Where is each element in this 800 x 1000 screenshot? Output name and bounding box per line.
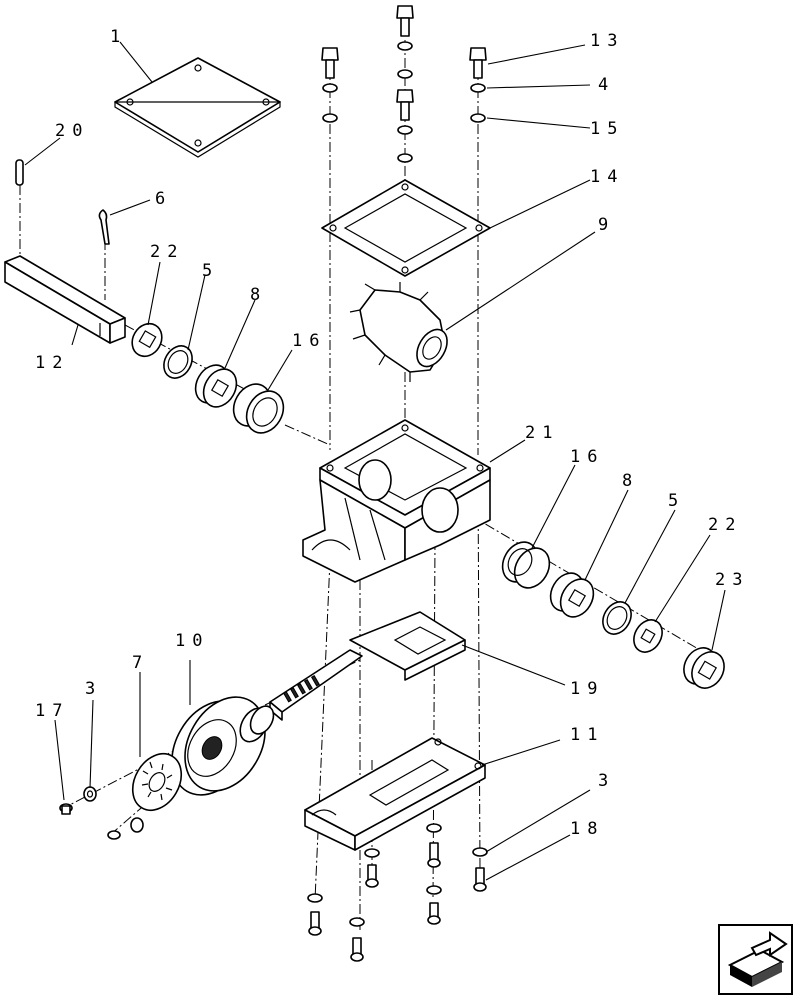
square-shaft (4, 255, 126, 344)
leader-lines (24, 41, 726, 881)
callout-23: 23 (715, 570, 749, 590)
callout-11: 11 (570, 725, 604, 745)
callout-5-right: 5 (668, 491, 685, 511)
next-page-button[interactable] (718, 924, 793, 995)
callout-16-left: 16 (292, 331, 326, 351)
hex-bolt-left (321, 47, 339, 123)
callout-7: 7 (132, 653, 149, 673)
impeller (349, 282, 448, 382)
callout-8-right: 8 (622, 471, 639, 491)
callout-13: 13 (590, 31, 624, 51)
callout-17: 17 (35, 701, 69, 721)
callout-20: 20 (55, 121, 89, 141)
callout-10: 10 (175, 631, 209, 651)
callout-1: 1 (110, 27, 127, 47)
hex-bolt-center-mid (396, 89, 414, 163)
callout-14: 14 (590, 167, 624, 187)
bearing-insert-right (549, 572, 595, 618)
screw-disc-lower (107, 817, 144, 840)
callout-15: 15 (590, 119, 624, 139)
gasket (321, 179, 491, 277)
bearing-insert-left (194, 364, 238, 408)
callout-12: 12 (35, 353, 69, 373)
callout-8-left: 8 (250, 285, 267, 305)
callout-18: 18 (570, 819, 604, 839)
bottom-hardware (307, 823, 488, 962)
gearbox-housing (302, 419, 491, 583)
next-page-arrow-icon (727, 931, 788, 987)
index-disc (131, 752, 183, 812)
callout-22-right: 22 (708, 515, 742, 535)
gear-wheel (171, 696, 275, 796)
hex-bolt-right (469, 47, 487, 123)
square-washer-right (633, 619, 663, 653)
bearing-housing-right (501, 541, 551, 589)
square-bushing (683, 647, 725, 689)
base-plate (304, 737, 486, 851)
screw-17 (59, 803, 73, 815)
roll-pin (15, 159, 24, 186)
callout-22-left: 22 (150, 242, 184, 262)
callout-21: 21 (525, 423, 559, 443)
rack-slide (269, 611, 466, 721)
cover-plate (114, 57, 281, 158)
callout-labels: 1 20 6 22 5 8 16 12 13 4 15 14 9 21 16 8… (35, 27, 749, 839)
callout-19: 19 (570, 679, 604, 699)
flat-washer-left (163, 345, 193, 379)
washer-3-left (83, 786, 97, 802)
cotter-pin (98, 209, 110, 245)
hex-bolt-center-top (396, 5, 414, 79)
callout-6: 6 (155, 189, 172, 209)
callout-4: 4 (598, 75, 615, 95)
square-washer-left (131, 322, 163, 358)
callout-3-right: 3 (598, 771, 615, 791)
callout-3-left: 3 (85, 679, 102, 699)
flat-washer-right (602, 601, 632, 635)
callout-9: 9 (598, 215, 615, 235)
callout-5-left: 5 (202, 261, 219, 281)
bearing-housing-left (232, 383, 285, 434)
callout-16-right: 16 (570, 447, 604, 467)
